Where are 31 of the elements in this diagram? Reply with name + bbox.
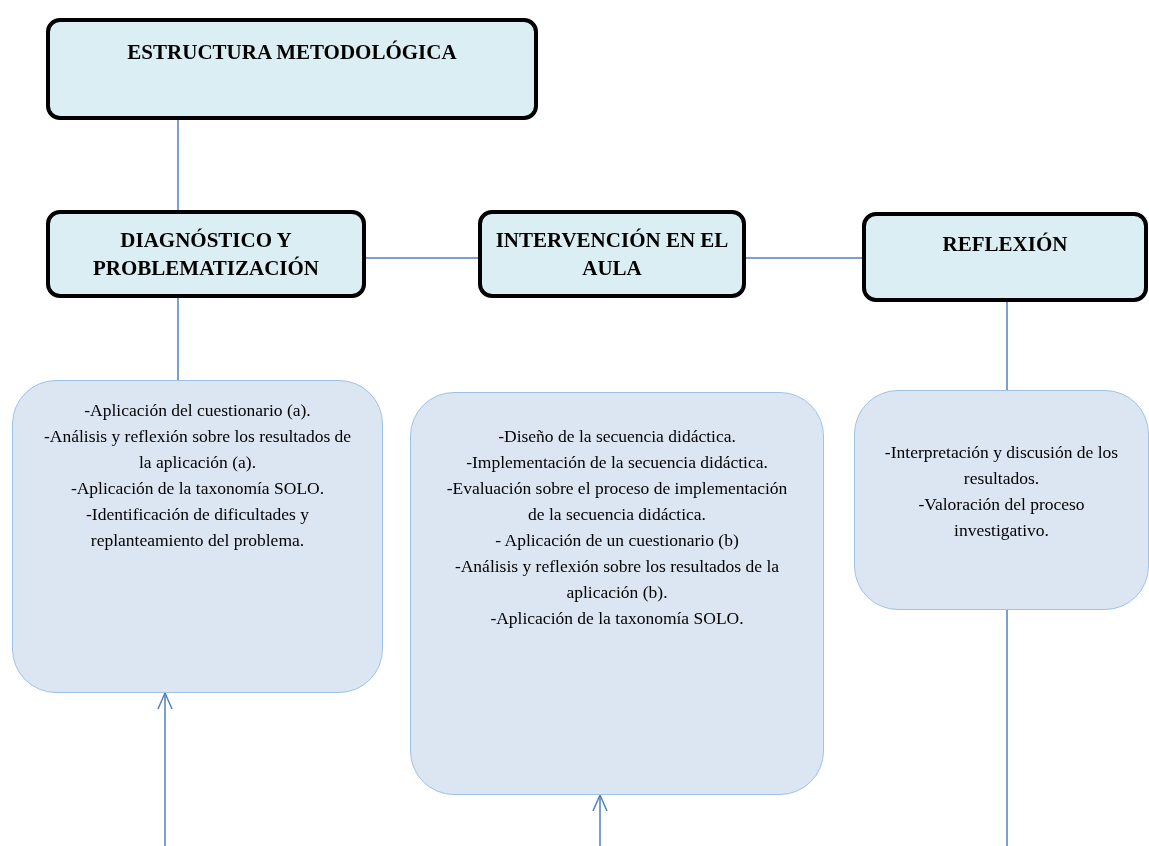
- activity-item: -Diseño de la secuencia didáctica.: [498, 425, 736, 448]
- stage-title: REFLEXIÓN: [942, 231, 1068, 258]
- connector-line: [177, 297, 179, 381]
- stage-title: ESTRUCTURA METODOLÓGICA: [127, 39, 457, 66]
- connector-line: [1006, 609, 1008, 846]
- connector-line: [745, 257, 863, 259]
- activity-item: -Análisis y reflexión sobre los resultados de la aplicación (a).: [42, 425, 353, 474]
- activity-item: -Aplicación del cuestionario (a).: [84, 399, 311, 422]
- activity-box: [410, 392, 824, 795]
- activity-item: -Análisis y reflexión sobre los resultados de la aplicación (b).: [453, 555, 781, 604]
- activity-item: -Evaluación sobre el proceso de implementación de la secuencia didáctica.: [445, 477, 789, 526]
- connector-line: [1006, 301, 1008, 391]
- stage-title: DIAGNÓSTICO Y PROBLEMATIZACIÓN: [92, 227, 320, 282]
- activity-item: - Aplicación de un cuestionario (b): [495, 529, 739, 552]
- activity-box: [854, 390, 1149, 610]
- activity-item: -Valoración del proceso investigativo.: [917, 493, 1086, 542]
- activity-item: -Implementación de la secuencia didáctica.: [466, 451, 768, 474]
- arrow: [157, 692, 173, 846]
- arrow: [592, 794, 608, 846]
- connector-line: [177, 119, 179, 211]
- stage-box: [478, 210, 746, 298]
- stage-box: [862, 212, 1148, 302]
- connector-line: [365, 257, 479, 259]
- stage-box: [46, 18, 538, 120]
- stage-title: INTERVENCIÓN EN EL AULA: [494, 227, 730, 282]
- activity-item: -Aplicación de la taxonomía SOLO.: [490, 607, 744, 630]
- activity-box: [12, 380, 383, 693]
- activity-item: -Aplicación de la taxonomía SOLO.: [70, 477, 325, 500]
- stage-box: [46, 210, 366, 298]
- activity-item: -Interpretación y discusión de los resultados.: [883, 441, 1120, 490]
- activity-item: -Identificación de dificultades y replanteamiento del problema.: [85, 503, 310, 552]
